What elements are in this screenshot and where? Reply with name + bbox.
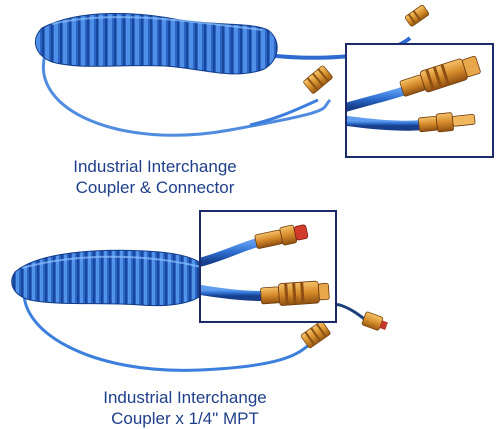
closeup-inset-coupler-connector: [345, 43, 494, 158]
caption-line: Coupler x 1/4" MPT: [111, 409, 259, 428]
closeup-fittings-image: [201, 224, 330, 306]
caption-line: Coupler & Connector: [75, 178, 235, 197]
product-caption-coupler-connector: Industrial Interchange Coupler & Connect…: [40, 156, 270, 198]
caption-line: Industrial Interchange: [73, 157, 237, 176]
caption-line: Industrial Interchange: [103, 388, 267, 407]
closeup-inset-coupler-mpt: [199, 210, 337, 323]
product-caption-coupler-mpt: Industrial Interchange Coupler x 1/4" MP…: [60, 387, 310, 429]
top-hose: [34, 4, 430, 137]
closeup-fittings-image: [347, 55, 481, 133]
